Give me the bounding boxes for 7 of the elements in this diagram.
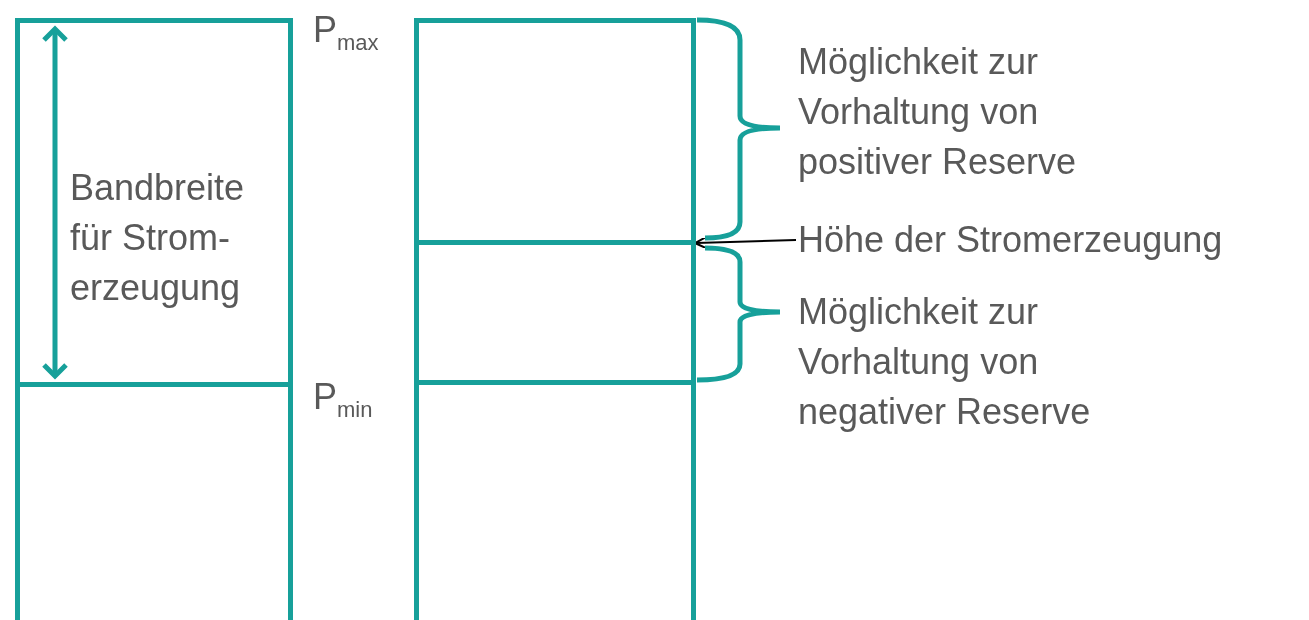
power-level-label: P$_{max}$ — [313, 8, 379, 58]
power-level-label: P$_{min}$ — [313, 375, 373, 425]
bracket-label: Möglichkeit zur Vorhaltung von positiver Reserve — [798, 40, 1078, 184]
annotation-text: Höhe der Stromerzeugung — [798, 215, 1223, 265]
bracket-label: Möglichkeit zur Vorhaltung von negativer Reserve — [798, 290, 1092, 434]
band-label: Bandbreite für Strom- erzeugung — [70, 166, 246, 310]
leader-arrow — [694, 236, 797, 249]
